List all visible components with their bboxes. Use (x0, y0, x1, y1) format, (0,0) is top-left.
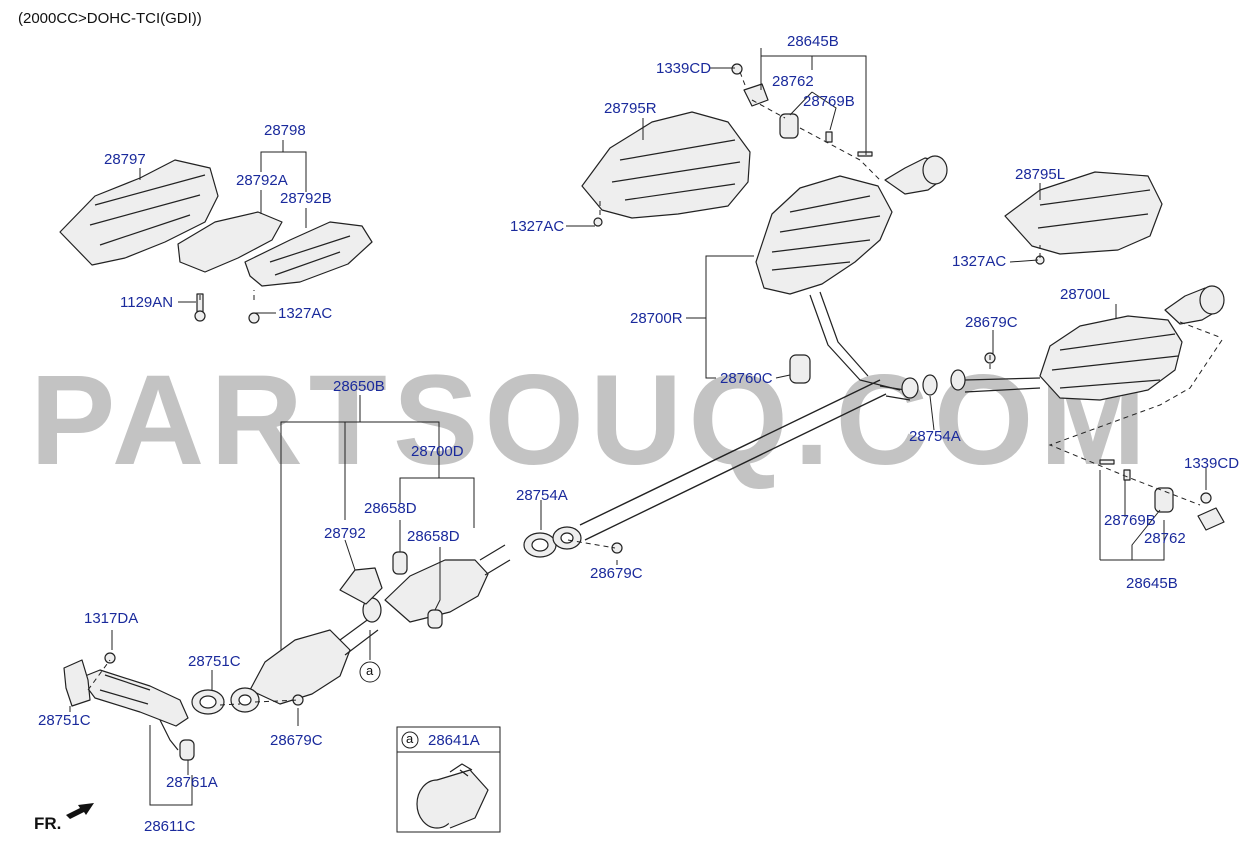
callout-28658d-upper[interactable]: 28658D (364, 500, 417, 517)
callout-28798[interactable]: 28798 (264, 122, 306, 139)
callout-28792[interactable]: 28792 (324, 525, 366, 542)
callout-28761a[interactable]: 28761A (166, 774, 218, 791)
heat-shield-28792a (177, 211, 283, 273)
callout-28679c-front[interactable]: 28679C (270, 732, 323, 749)
callout-28645b-top[interactable]: 28645B (787, 33, 839, 50)
callout-28797[interactable]: 28797 (104, 151, 146, 168)
callout-28762-top[interactable]: 28762 (772, 73, 814, 90)
callout-28700r[interactable]: 28700R (630, 310, 683, 327)
hanger-rubber-28760c (789, 354, 811, 384)
heat-shield-28792b (244, 221, 373, 287)
callout-28650b[interactable]: 28650B (333, 378, 385, 395)
gasket-28751c-left (63, 659, 91, 707)
callout-28751c-right[interactable]: 28751C (188, 653, 241, 670)
callout-28795l[interactable]: 28795L (1015, 166, 1066, 183)
callout-28754a-rear[interactable]: 28754A (909, 428, 961, 445)
gasket-28754a-rear (922, 374, 938, 396)
callout-28751c-left[interactable]: 28751C (38, 712, 91, 729)
callout-1339cd-top[interactable]: 1339CD (656, 60, 712, 77)
callout-28700l[interactable]: 28700L (1060, 286, 1111, 303)
callout-28754a-front[interactable]: 28754A (516, 487, 568, 504)
front-direction-arrow-icon (66, 803, 94, 819)
callout-1327ac-mid[interactable]: 1327AC (510, 218, 565, 235)
heat-shield-28792 (339, 567, 383, 605)
front-direction-label: FR. (34, 814, 62, 833)
front-pipe-28611c (79, 669, 189, 727)
callout-1317da[interactable]: 1317DA (84, 610, 139, 627)
heat-shield-28797 (59, 159, 219, 266)
ref-marker-main: a (366, 663, 374, 678)
callout-28658d-lower[interactable]: 28658D (407, 528, 460, 545)
callout-1129an[interactable]: 1129AN (120, 294, 174, 311)
heat-shield-28795l (1004, 171, 1163, 255)
muffler-28700l (1039, 315, 1183, 401)
hanger-rubber-28762-top (779, 113, 799, 139)
callout-28760c[interactable]: 28760C (720, 370, 773, 387)
callout-1339cd-bottom[interactable]: 1339CD (1184, 455, 1240, 472)
callout-28645b-bottom[interactable]: 28645B (1126, 575, 1178, 592)
callout-28769b-top[interactable]: 28769B (803, 93, 855, 110)
catalytic-converter-28650b (249, 629, 351, 705)
ref-marker-inset: a (406, 731, 414, 746)
inset-box (396, 726, 501, 833)
callout-28611c[interactable]: 28611C (144, 818, 196, 835)
resonator-28700d (384, 559, 489, 623)
callout-1327ac-left[interactable]: 1327AC (278, 305, 333, 322)
callout-28641a[interactable]: 28641A (428, 732, 480, 749)
heat-shield-28795r (581, 111, 751, 219)
callout-28795r[interactable]: 28795R (604, 100, 657, 117)
callout-28792a[interactable]: 28792A (236, 172, 288, 189)
muffler-28700r (755, 175, 893, 295)
callout-1327ac-right[interactable]: 1327AC (952, 253, 1007, 270)
callout-28679c-center[interactable]: 28679C (590, 565, 643, 582)
callout-28769b-bottom[interactable]: 28769B (1104, 512, 1156, 529)
callout-28762-bottom[interactable]: 28762 (1144, 530, 1186, 547)
callout-28700d[interactable]: 28700D (411, 443, 464, 460)
hanger-rubber-28762-bottom (1154, 487, 1174, 513)
callout-28679c-right[interactable]: 28679C (965, 314, 1018, 331)
callout-28792b[interactable]: 28792B (280, 190, 332, 207)
engine-spec-header: (2000CC>DOHC-TCI(GDI)) (18, 10, 202, 27)
